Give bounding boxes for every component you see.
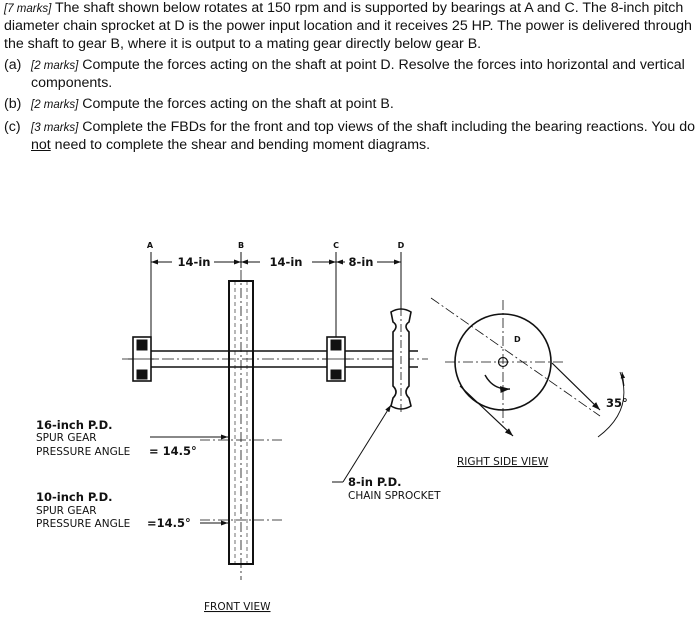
label-16-angle: = 14.5° (149, 444, 197, 458)
angle-label: 35° (606, 396, 628, 410)
part-c-text-after: need to complete the shear and bending m… (50, 137, 431, 154)
bearing-c (322, 336, 350, 382)
part-a: (a) [2 marks] Compute the forces acting … (4, 57, 696, 93)
label-10-line3: PRESSURE ANGLE (36, 518, 130, 530)
intro-text: The shaft shown below rotates at 150 rpm… (4, 0, 692, 52)
label-10-angle: =14.5° (147, 516, 191, 530)
dim-bc: 14-in (270, 255, 303, 269)
part-b: (b) [2 marks] Compute the forces acting … (4, 96, 696, 114)
gear-b (200, 270, 282, 580)
sprocket-label-line1: 8-in P.D. (348, 475, 402, 489)
point-d-label: D (398, 241, 405, 250)
side-view-d-label: D (514, 335, 521, 344)
point-c-label: C (333, 241, 339, 250)
label-16-line1: 16-inch P.D. (36, 418, 113, 432)
part-b-label: (b) (4, 96, 22, 113)
dim-cd: 8-in (349, 255, 374, 269)
sprocket-label-line2: CHAIN SPROCKET (348, 490, 441, 502)
intro-marks: [7 marks] (4, 3, 52, 15)
label-10-line1: 10-inch P.D. (36, 490, 113, 504)
label-10-line2: SPUR GEAR (36, 505, 97, 517)
sprocket-label: 8-in P.D. CHAIN SPROCKET (332, 404, 441, 502)
part-b-marks: [2 marks] (31, 99, 79, 112)
part-c-label: (c) (4, 118, 21, 135)
problem-statement: [7 marks] The shaft shown below rotates … (4, 0, 696, 154)
part-c: (c) [3 marks] Complete the FBDs for the … (4, 119, 696, 155)
point-b-label: B (238, 241, 244, 250)
label-16-line3: PRESSURE ANGLE (36, 446, 130, 458)
front-view-label: FRONT VIEW (204, 601, 271, 613)
dim-ab: 14-in (178, 255, 211, 269)
dimension-lines (150, 252, 402, 345)
part-c-text-before: Complete the FBDs for the front and top … (82, 118, 696, 135)
part-a-label: (a) (4, 56, 22, 73)
right-side-view-label: RIGHT SIDE VIEW (457, 456, 549, 468)
intro-paragraph: [7 marks] The shaft shown below rotates … (4, 0, 696, 53)
gear-label-10: 10-inch P.D. SPUR GEAR PRESSURE ANGLE =1… (36, 490, 228, 530)
bearing-a (128, 336, 157, 382)
label-16-line2: SPUR GEAR (36, 432, 97, 444)
sprocket-d (390, 308, 412, 412)
part-b-text: Compute the forces acting on the shaft a… (82, 96, 394, 113)
part-a-text: Compute the forces acting on the shaft a… (31, 56, 685, 92)
shaft (122, 350, 428, 368)
gear-label-16: 16-inch P.D. SPUR GEAR PRESSURE ANGLE = … (36, 418, 228, 458)
part-c-emphasis: not (31, 137, 51, 154)
part-a-marks: [2 marks] (31, 59, 79, 72)
right-side-view (430, 297, 626, 438)
point-a-label: A (147, 241, 154, 250)
part-c-marks: [3 marks] (31, 121, 79, 134)
